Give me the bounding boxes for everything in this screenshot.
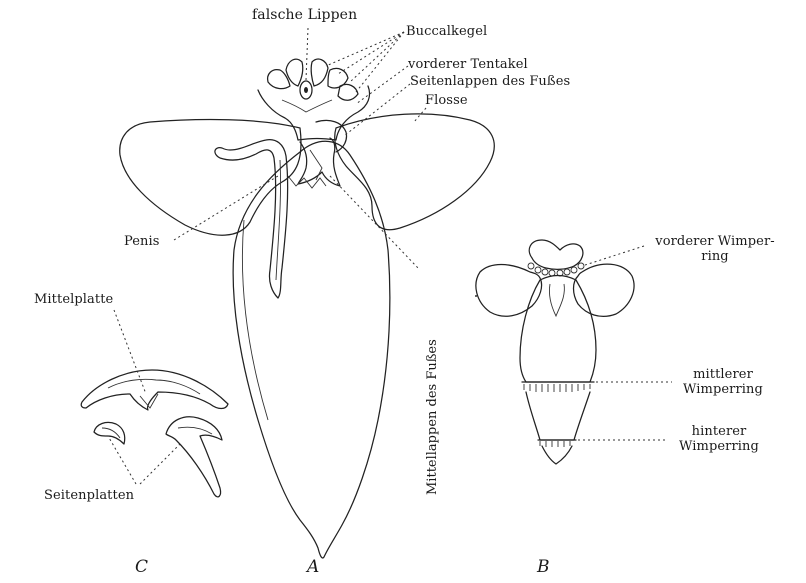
stray-dot xyxy=(475,295,477,297)
leader-mittelplatte xyxy=(114,310,146,394)
leader-flosse xyxy=(414,108,426,122)
panel-c-middle-plate xyxy=(81,370,228,410)
leader-buccalkegel-2 xyxy=(338,32,404,74)
panel-letter-c: C xyxy=(135,558,148,577)
panel-b-lower-body xyxy=(526,392,590,440)
leader-buccalkegel-4 xyxy=(356,32,404,92)
panel-c-drawing xyxy=(81,370,228,497)
label-seitenplatten: Seitenplatten xyxy=(44,488,134,503)
panel-b-drawing xyxy=(476,240,634,464)
panel-b-head xyxy=(529,240,583,269)
label-vorderer-wimperring: vorderer Wimper- ring xyxy=(646,234,784,264)
leader-vorderer-tentakel xyxy=(356,66,408,104)
panel-c-middle-plate-inner xyxy=(108,379,200,394)
panel-c-side-plate-small xyxy=(94,422,125,444)
panel-a-body xyxy=(233,141,390,558)
label-flosse: Flosse xyxy=(425,93,468,108)
label-vorderer-tentakel: vorderer Tentakel xyxy=(408,57,528,72)
panel-a-mouth-center xyxy=(304,87,308,93)
panel-a-foot-base xyxy=(288,176,326,188)
label-mittlerer-line1: mittlerer xyxy=(668,367,778,382)
panel-a-right-fin xyxy=(335,114,495,230)
label-hinterer-line2: Wimperring xyxy=(664,439,774,454)
panel-a-body-inner xyxy=(242,220,268,420)
panel-a-mid-foot-lobe-inner xyxy=(310,150,322,180)
panel-letter-b: B xyxy=(537,558,550,577)
label-mittellappen: Mittellappen des Fußes xyxy=(425,339,440,495)
panel-c-side-plate-large xyxy=(166,417,222,497)
label-falsche-lippen: falsche Lippen xyxy=(252,8,357,23)
leader-seitenplatten-1 xyxy=(108,436,136,484)
panel-a-head xyxy=(258,86,370,140)
leader-seitenlappen xyxy=(344,84,410,136)
panel-a-head-folds xyxy=(282,100,332,112)
label-seitenlappen: Seitenlappen des Fußes xyxy=(410,74,570,89)
panel-a-penis-inner xyxy=(276,160,281,280)
label-hinterer-line1: hinterer xyxy=(664,424,774,439)
leader-vorderer-wimperring xyxy=(582,246,644,266)
panel-a-side-foot-lobe xyxy=(316,120,347,152)
label-hinterer-wimperring: hinterer Wimperring xyxy=(664,424,774,454)
panel-b-middle-ciliary-hatching xyxy=(524,384,590,392)
panel-b-left-wing xyxy=(476,265,542,317)
label-penis: Penis xyxy=(124,234,160,249)
panel-letter-a: A xyxy=(307,558,319,577)
panel-c-middle-plate-cusp xyxy=(140,394,158,408)
leader-buccalkegel-1 xyxy=(326,32,404,66)
panel-b-right-wing xyxy=(574,264,635,316)
leader-penis xyxy=(174,176,278,240)
label-mittlerer-wimperring: mittlerer Wimperring xyxy=(668,367,778,397)
label-buccalkegel: Buccalkegel xyxy=(406,24,487,39)
label-mittlerer-line2: Wimperring xyxy=(668,382,778,397)
leader-lines xyxy=(108,28,672,484)
label-vorderer-wimperring-line1: vorderer Wimper- xyxy=(646,234,784,249)
panel-c-side-plate-large-inner xyxy=(178,427,212,434)
leader-buccalkegel-3 xyxy=(350,32,404,82)
leader-falsche-lippen xyxy=(306,28,308,80)
panel-a-buccal-cone-3 xyxy=(311,59,328,86)
label-mittelplatte: Mittelplatte xyxy=(34,292,113,307)
panel-b-body xyxy=(520,276,596,383)
panel-a-left-fin xyxy=(120,120,301,236)
leader-mittellappen xyxy=(330,176,418,268)
panel-b-posterior-ciliary-hatching xyxy=(540,441,570,447)
label-vorderer-wimperring-line2: ring xyxy=(646,249,784,264)
leader-seitenplatten-2 xyxy=(140,444,180,484)
panel-b-tail xyxy=(542,446,572,464)
panel-b-center-structure xyxy=(549,284,564,316)
